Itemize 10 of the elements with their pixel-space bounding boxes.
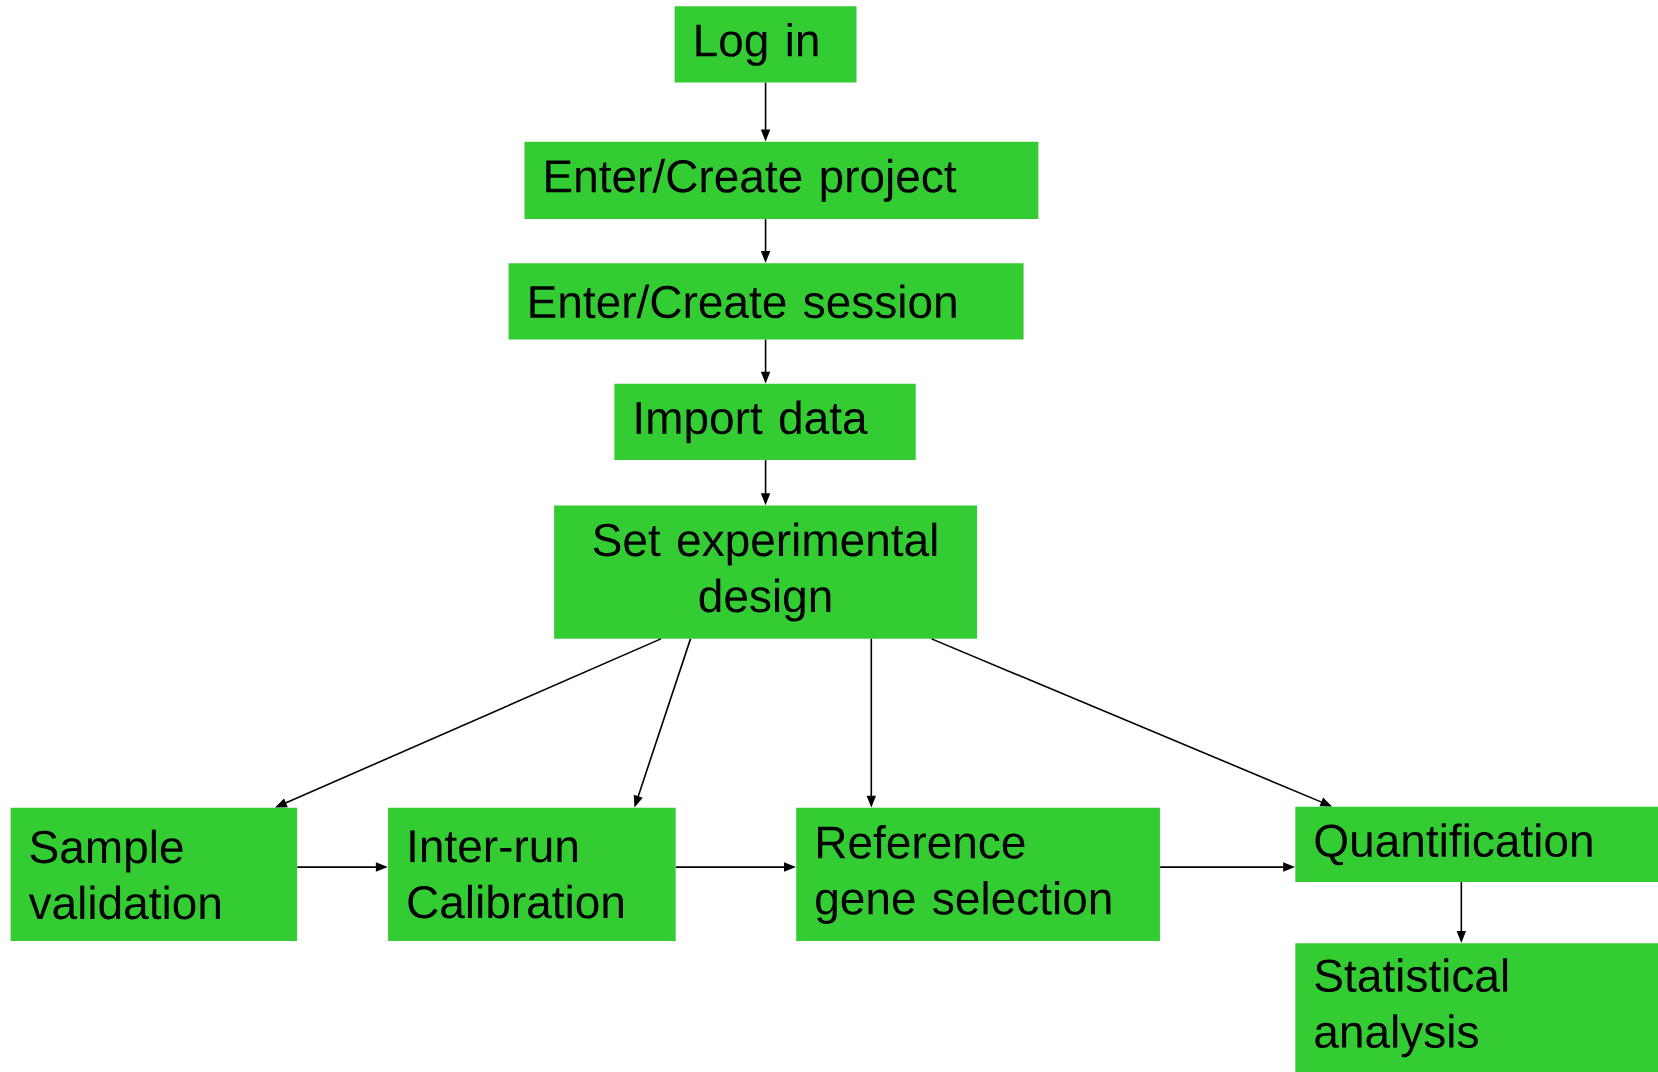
process-box: Import data xyxy=(614,383,916,460)
process-box: Log in xyxy=(674,6,857,83)
process-box: Reference gene selection xyxy=(796,807,1160,942)
process-box: Enter/Create project xyxy=(524,141,1039,219)
process-box: Set experimental design xyxy=(554,505,978,639)
process-box: Quantification xyxy=(1295,806,1658,882)
process-box: Sample validation xyxy=(10,807,298,942)
process-box: Enter/Create session xyxy=(508,263,1024,340)
process-box: Inter-run Calibration xyxy=(388,807,676,942)
process-box: Statistical analysis xyxy=(1295,943,1658,1072)
